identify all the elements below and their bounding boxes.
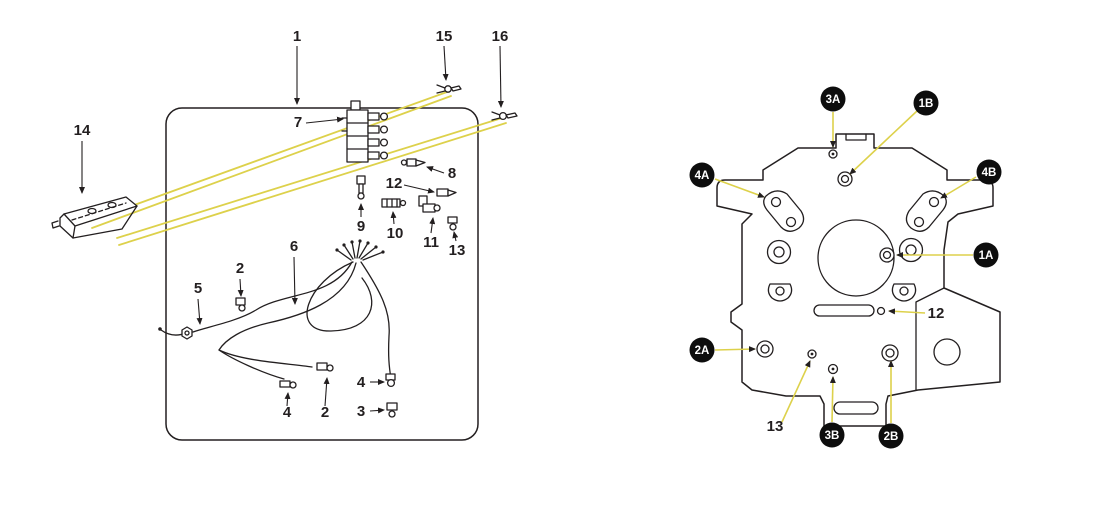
svg-text:4A: 4A (695, 170, 710, 182)
fitting-2-lower (316, 362, 334, 372)
svg-text:4: 4 (283, 404, 292, 421)
straight-fitting-9 (356, 175, 366, 200)
fitting-4-right (385, 373, 396, 388)
callout-14: 14 (74, 122, 91, 194)
svg-text:6: 6 (290, 238, 298, 255)
callout-2-top: 2 (236, 260, 244, 297)
callout-9: 9 (357, 203, 365, 235)
svg-text:3B: 3B (825, 430, 840, 442)
location-leaders (714, 110, 977, 423)
foot-slot (833, 401, 879, 415)
callout-10: 10 (387, 211, 404, 242)
svg-text:5: 5 (194, 280, 202, 297)
location-badges: 3A 1B 4A 4B 1A 2A (689, 86, 1002, 449)
exploded-view-panel: 1 15 16 14 7 8 (51, 28, 518, 441)
nut-fitting-13 (447, 216, 458, 231)
badge-4a: 4A (689, 162, 715, 188)
callout-8: 8 (426, 165, 456, 182)
hole-12 (876, 306, 886, 316)
svg-text:7: 7 (294, 114, 302, 131)
grease-manifold-block (341, 100, 389, 163)
svg-text:12: 12 (928, 305, 945, 322)
badge-4b: 4B (976, 159, 1002, 185)
badge-1a: 1A (973, 242, 999, 268)
callout-2-bottom: 2 (321, 377, 330, 421)
adapter-fitting-12 (436, 188, 457, 197)
svg-text:1B: 1B (919, 98, 934, 110)
tube-harness (158, 239, 392, 380)
mounting-bracket (51, 196, 138, 239)
callout-4-right: 4 (357, 374, 385, 391)
callout-12: 12 (386, 175, 435, 194)
svg-text:2A: 2A (695, 345, 710, 357)
svg-text:3A: 3A (826, 94, 841, 106)
fitting-2-upper (235, 297, 246, 312)
svg-text:9: 9 (357, 218, 365, 235)
callout-11: 11 (423, 217, 439, 251)
svg-text:8: 8 (448, 165, 456, 182)
parts-boundary-box (165, 107, 479, 441)
svg-text:3: 3 (357, 403, 365, 420)
svg-text:16: 16 (492, 28, 509, 45)
grease-fitting-8 (400, 158, 426, 167)
plain-label-12: 12 (928, 305, 945, 322)
badge-3a: 3A (820, 86, 846, 112)
svg-text:4B: 4B (982, 167, 997, 179)
banjo-bolt-5 (181, 326, 193, 340)
svg-text:11: 11 (423, 234, 439, 251)
right-arm-lug (905, 190, 947, 232)
svg-text:10: 10 (387, 225, 404, 242)
corner-panel (915, 287, 961, 391)
fitting-4-lower-left (279, 380, 297, 389)
badge-2a: 2A (689, 337, 715, 363)
fitting-3 (386, 402, 398, 418)
top-tab-notch (845, 133, 867, 141)
supply-lines (89, 91, 507, 246)
callout-16: 16 (492, 28, 509, 108)
callout-15: 15 (436, 28, 453, 81)
svg-text:1: 1 (293, 28, 301, 45)
badge-2b: 2B (878, 423, 904, 449)
callout-6: 6 (290, 238, 298, 305)
svg-text:4: 4 (357, 374, 366, 391)
left-callouts: 1 15 16 14 7 8 (74, 28, 509, 421)
svg-text:14: 14 (74, 122, 91, 139)
callout-1: 1 (293, 28, 301, 105)
svg-text:13: 13 (449, 242, 466, 259)
coupling-fitting-10 (381, 198, 407, 208)
svg-text:2B: 2B (884, 431, 899, 443)
left-arm-lug (763, 190, 805, 232)
callout-7: 7 (294, 114, 344, 131)
line-terminal-fitting-16 (491, 111, 518, 121)
svg-text:1A: 1A (979, 250, 994, 262)
plain-label-13: 13 (767, 418, 784, 435)
location-view-panel: 3A 1B 4A 4B 1A 2A (689, 86, 1002, 449)
svg-text:15: 15 (436, 28, 453, 45)
badge-3b: 3B (819, 422, 845, 448)
elbow-fitting-11 (418, 195, 441, 213)
svg-text:12: 12 (386, 175, 403, 192)
line-terminal-fitting-15 (436, 84, 462, 94)
svg-text:2: 2 (321, 404, 329, 421)
badge-1b: 1B (913, 90, 939, 116)
svg-text:13: 13 (767, 418, 784, 435)
svg-text:2: 2 (236, 260, 244, 277)
callout-4-bottom-left: 4 (283, 392, 292, 421)
callout-13: 13 (449, 231, 466, 259)
callout-5: 5 (194, 280, 203, 325)
lower-lugs (767, 283, 917, 302)
callout-3: 3 (357, 403, 385, 420)
plate-slots-and-holes (756, 149, 899, 415)
